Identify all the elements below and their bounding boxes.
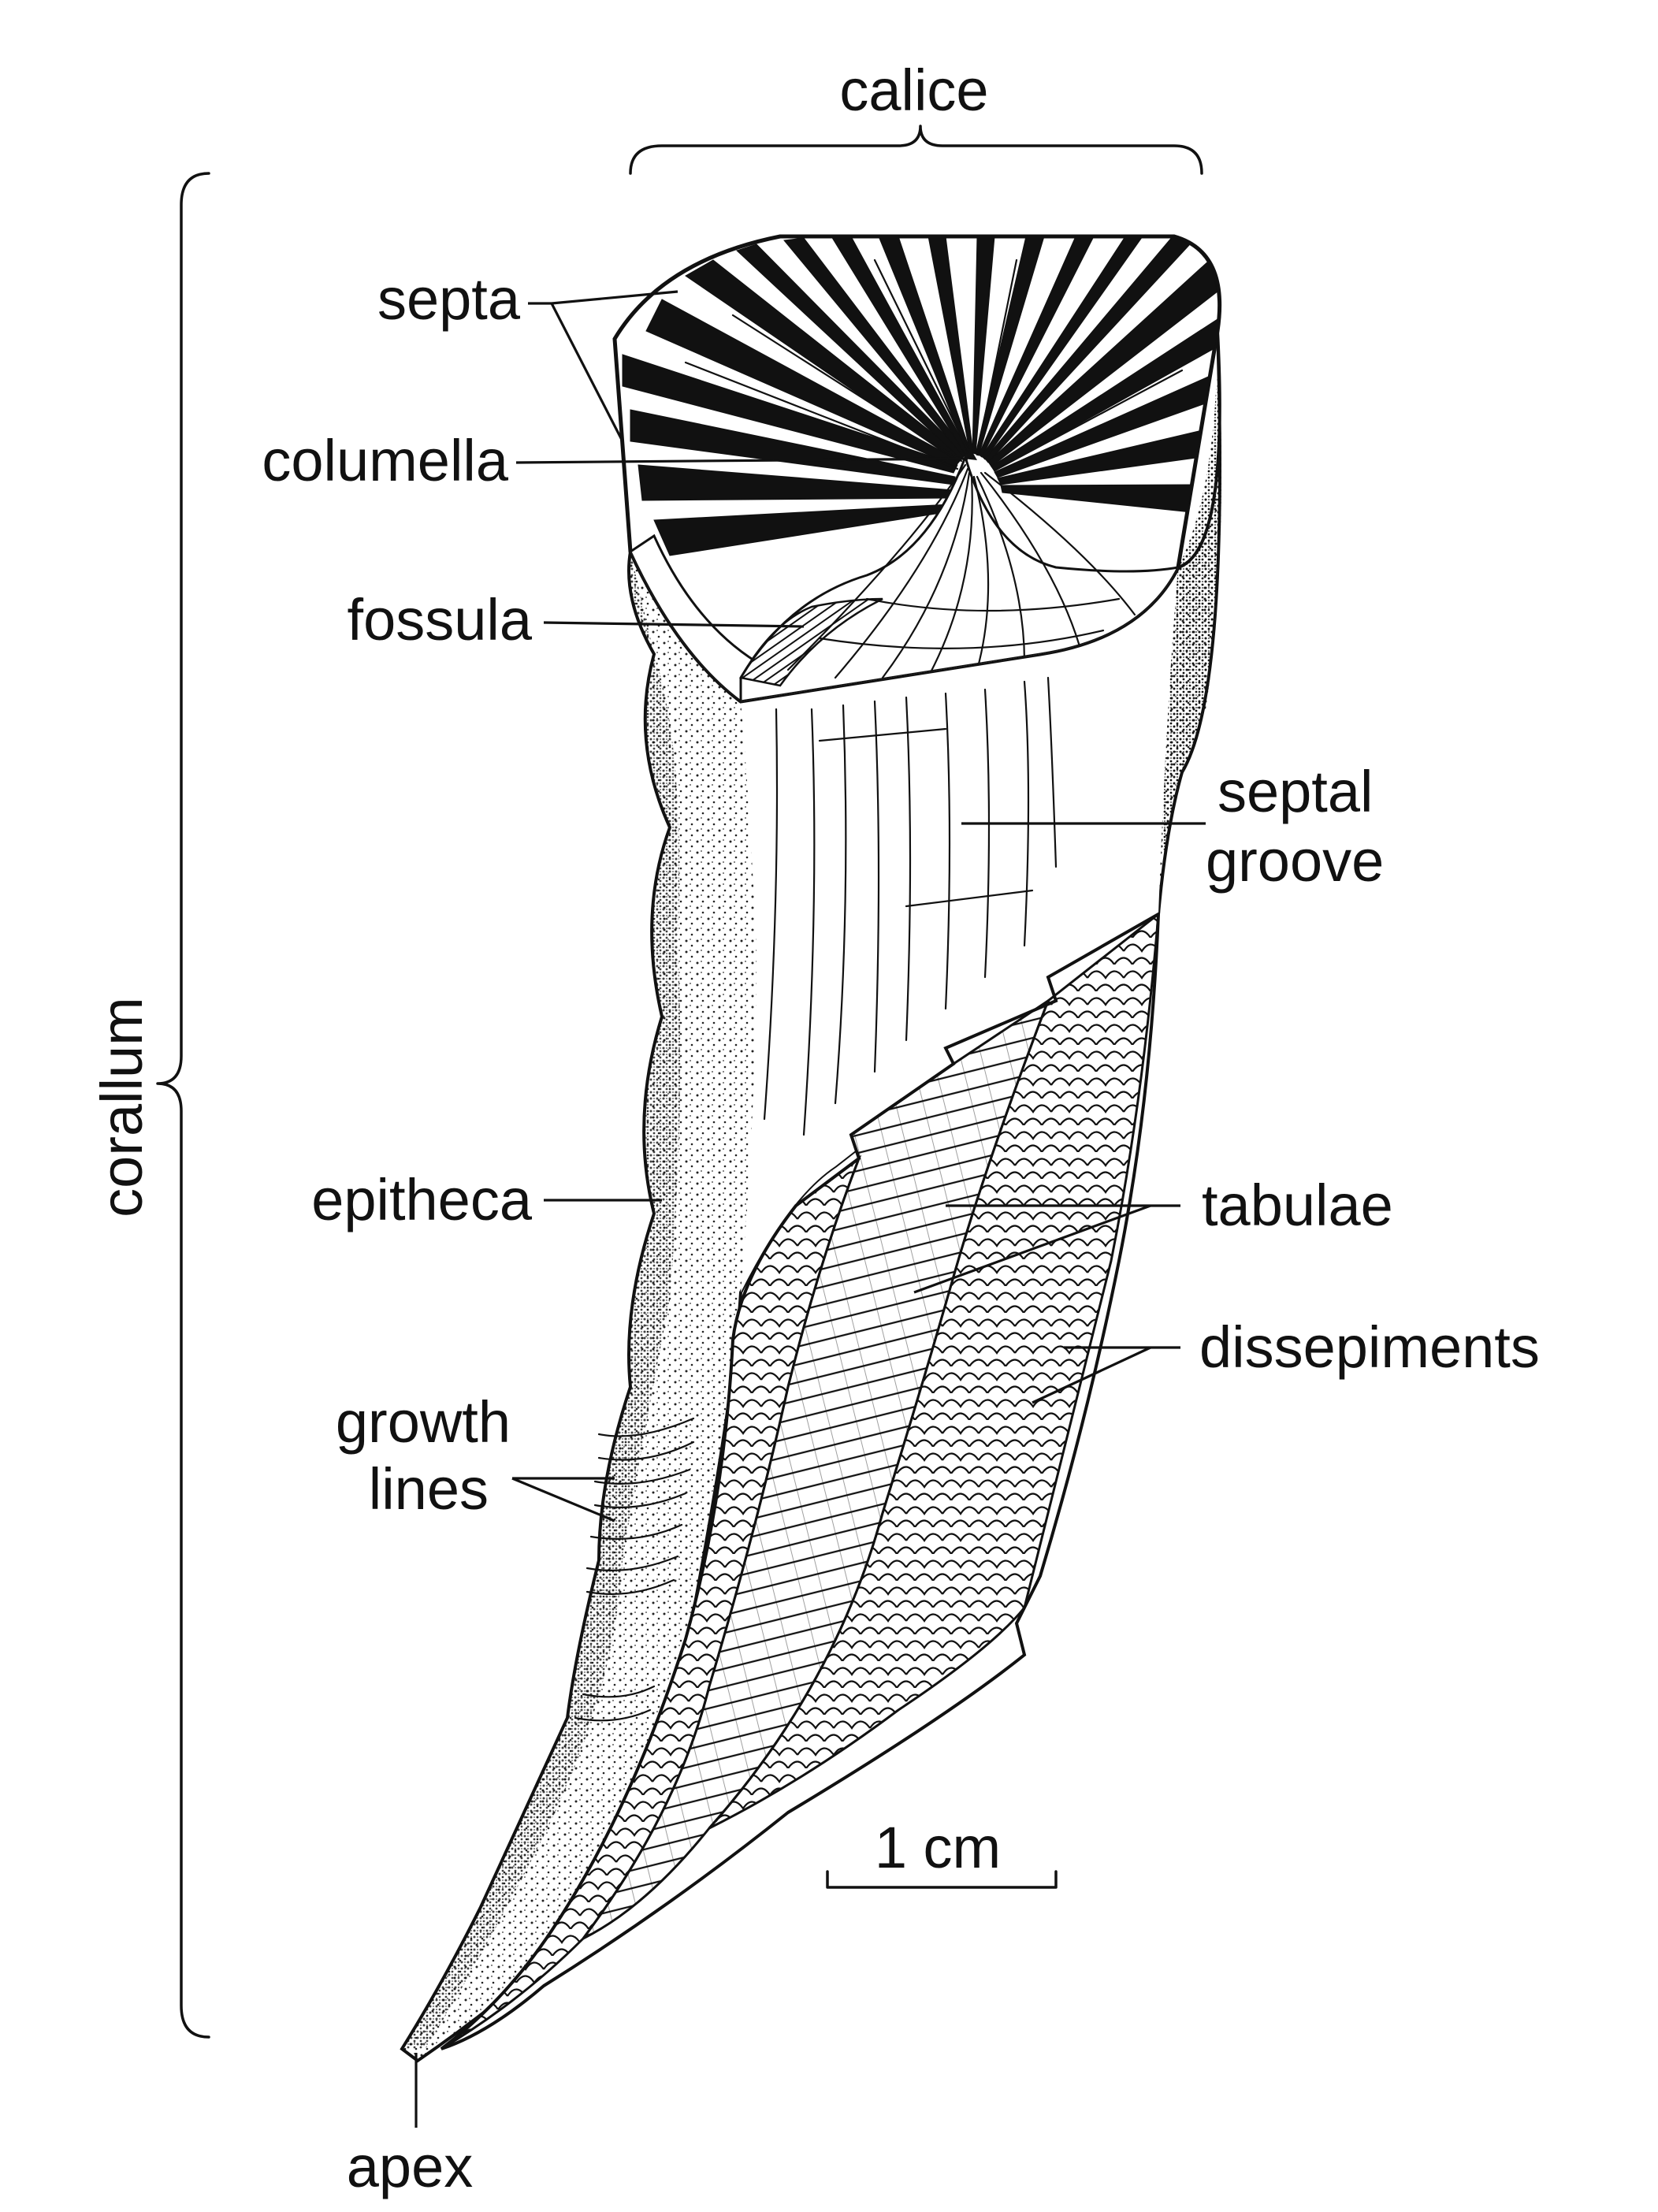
dissepiment-zone-right xyxy=(708,911,1160,1830)
label-columella: columella xyxy=(262,428,508,493)
septal-groove-lines xyxy=(763,676,1058,1136)
fossula-area xyxy=(739,597,883,687)
labels: calice septa columella fossula septal gr… xyxy=(89,58,1540,2199)
calice-floor xyxy=(739,453,1180,701)
corallum-bracket xyxy=(156,172,210,2039)
label-septal-groove-2: groove xyxy=(1206,828,1384,894)
calice-opening xyxy=(612,234,1222,704)
label-dissepiments: dissepiments xyxy=(1199,1314,1540,1380)
label-growth-lines-2: lines xyxy=(369,1456,489,1522)
label-fossula: fossula xyxy=(348,587,533,652)
label-scale-bar: 1 cm xyxy=(875,1815,1001,1880)
coral-body xyxy=(400,330,1221,2063)
label-septa: septa xyxy=(377,266,521,332)
fossula-leader xyxy=(543,621,805,628)
label-septal-groove-1: septal xyxy=(1217,759,1373,824)
calice-floor-lines xyxy=(786,463,1136,679)
tabulae-leader-2 xyxy=(913,1204,1151,1294)
label-epitheca: epitheca xyxy=(311,1167,533,1232)
label-apex: apex xyxy=(347,2134,473,2199)
calice-bracket xyxy=(629,125,1203,175)
septal-groove-zone xyxy=(741,567,1178,1292)
septa-leader-2 xyxy=(550,303,624,442)
label-growth-lines-1: growth xyxy=(336,1389,511,1455)
dissepiments-leader-2 xyxy=(1032,1346,1151,1404)
septa-minor xyxy=(684,258,1184,472)
septa-black xyxy=(622,236,1218,556)
epitheca-shading-left xyxy=(402,552,681,2049)
growth-line-bands xyxy=(574,1417,695,1722)
scale-bar xyxy=(826,1870,1058,1889)
label-corallum: corallum xyxy=(89,997,154,1218)
label-calice: calice xyxy=(839,58,988,123)
growth-lines-leader-2 xyxy=(511,1477,615,1522)
label-tabulae: tabulae xyxy=(1202,1173,1393,1238)
columella-leader xyxy=(515,457,968,464)
leader-lines xyxy=(414,290,1206,2128)
